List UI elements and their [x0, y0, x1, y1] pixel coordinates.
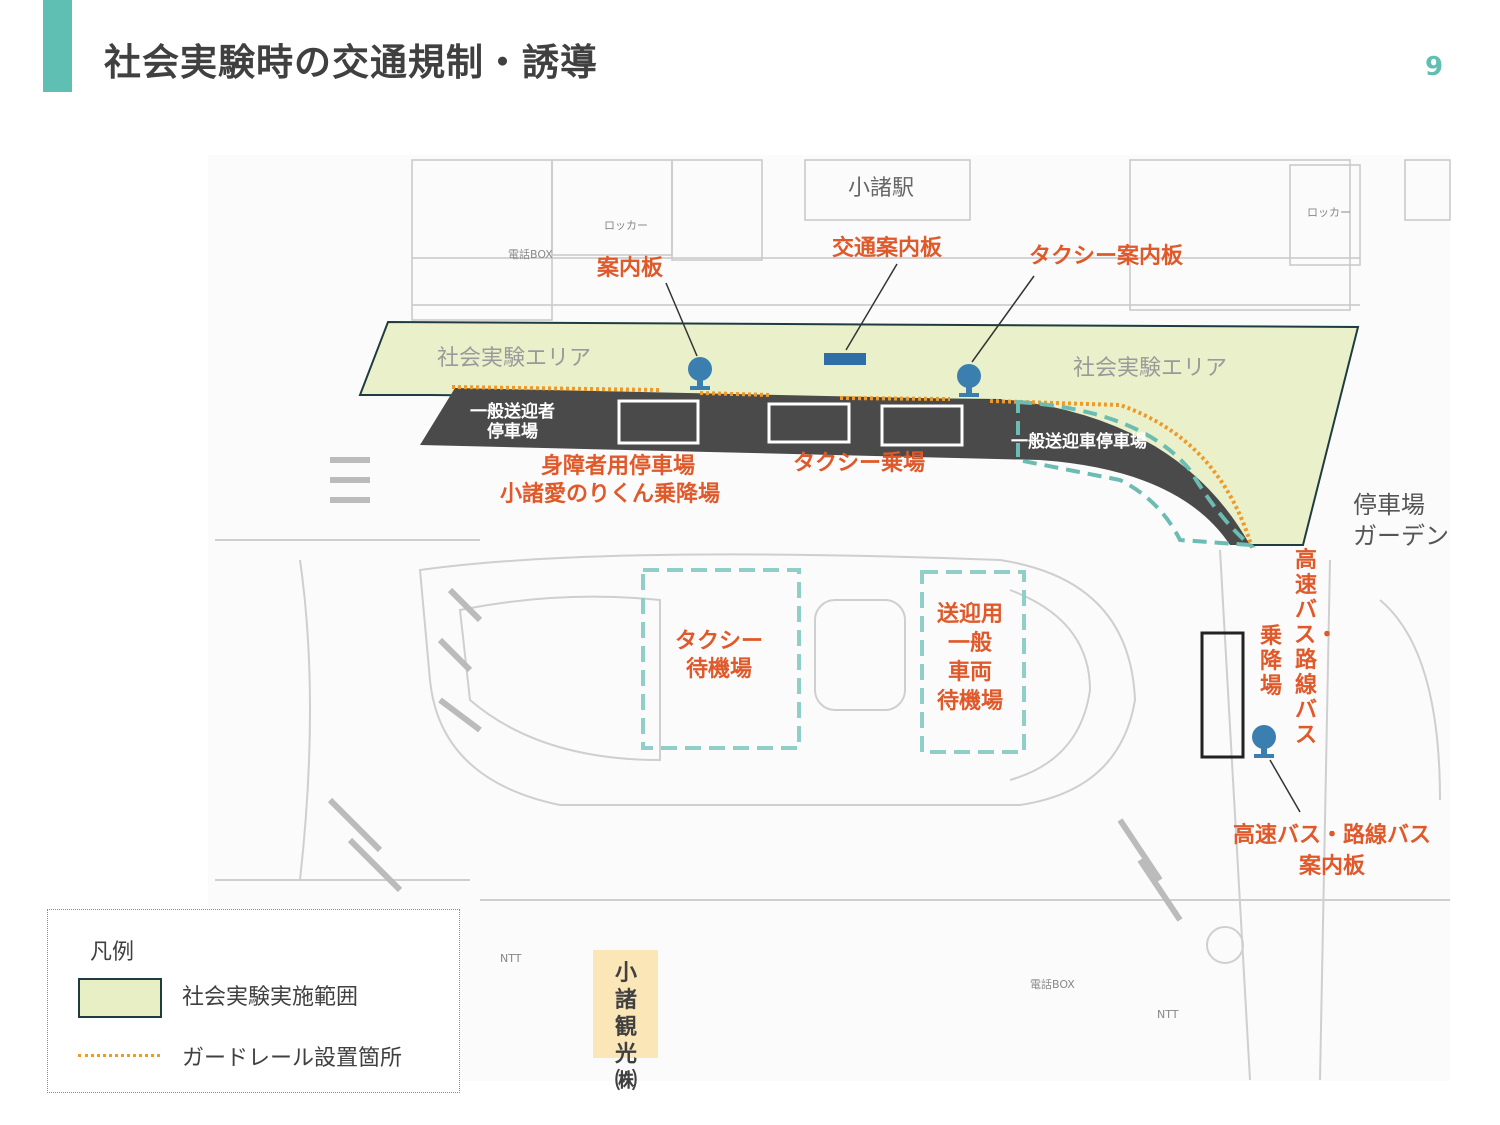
bus-stop-vertical-label-2: 乗降場 — [1259, 624, 1282, 699]
bus-stop-vertical-label-1: 高速バス・路線バス — [1294, 548, 1339, 748]
tourist-company-box — [593, 950, 658, 1058]
svg-text:電話BOX: 電話BOX — [1030, 977, 1075, 991]
page-number: 9 — [1425, 52, 1444, 82]
taxi-waiting-label: タクシー 待機場 — [675, 629, 764, 682]
info-board-label: 案内板 — [597, 256, 664, 281]
page-title: 社会実験時の交通規制・誘導 — [104, 41, 598, 84]
pickup-waiting-label: 送迎用 一般 車両 待機場 — [937, 602, 1004, 714]
bus-info-board-pin-icon — [1252, 725, 1276, 758]
tourist-company-label: 小諸観光㈱ — [614, 961, 637, 1094]
taxi-waiting-zone — [641, 568, 801, 750]
info-board-pin-icon — [688, 357, 712, 390]
pickup-parking-dashed — [1016, 399, 1257, 548]
traffic-info-board-icon — [824, 353, 866, 365]
hatched-areas — [327, 457, 1183, 922]
background-text: ロッカー ロッカー 電話BOX 電話BOX NTT NTT — [500, 206, 1351, 1021]
taxi-info-board-label: タクシー案内板 — [1029, 244, 1184, 269]
legend-swatch-experiment-area — [78, 978, 162, 1018]
taxi-stand-label: タクシー乗場 — [793, 451, 926, 476]
leader-lines — [665, 263, 1301, 813]
guardrail-4 — [989, 399, 1254, 549]
svg-text:電話BOX: 電話BOX — [508, 247, 553, 261]
disabled-parking-label: 身障者用停車場 — [541, 454, 696, 479]
guardrail-1 — [451, 385, 661, 392]
pickup-waiting-zone — [920, 570, 1026, 754]
legend-title: 凡例 — [90, 940, 135, 965]
legend: 凡例 社会実験実施範囲 ガードレール設置箇所 — [47, 909, 460, 1093]
taxi-info-board-pin-icon — [957, 364, 981, 397]
bus-stop-box — [1200, 631, 1245, 759]
bus-info-board-label: 高速バス・路線バス 案内板 — [1233, 823, 1432, 879]
legend-label-guardrail: ガードレール設置箇所 — [182, 1046, 403, 1071]
legend-label-experiment-area: 社会実験実施範囲 — [182, 985, 359, 1010]
plaza-sketch — [215, 539, 1450, 1081]
station-buildings — [411, 159, 1451, 321]
traffic-info-board-label: 交通案内板 — [832, 236, 943, 261]
legend-swatch-guardrail — [78, 1054, 160, 1057]
svg-text:NTT: NTT — [1157, 1008, 1179, 1021]
experiment-area-label-left: 社会実験エリア — [437, 346, 592, 371]
pickup-parking-label-right: 一般送迎車停車場 — [1011, 432, 1147, 452]
parking-spaces — [617, 399, 964, 447]
svg-text:ロッカー: ロッカー — [604, 219, 648, 232]
title-accent-bar — [43, 0, 72, 92]
airinkun-stop-label: 小諸愛のりくん乗降場 — [500, 482, 721, 507]
sign-pins — [688, 357, 1276, 758]
guardrail-3 — [839, 396, 951, 401]
svg-text:NTT: NTT — [500, 952, 522, 965]
parking-garden-label: 停車場 ガーデン — [1353, 491, 1449, 550]
drop-off-lane — [420, 388, 1250, 545]
experiment-area-label-right: 社会実験エリア — [1073, 356, 1228, 381]
pickup-parking-label-left: 一般送迎者 停車場 — [470, 402, 555, 442]
station-label: 小諸駅 — [848, 176, 914, 201]
svg-text:ロッカー: ロッカー — [1307, 206, 1351, 219]
